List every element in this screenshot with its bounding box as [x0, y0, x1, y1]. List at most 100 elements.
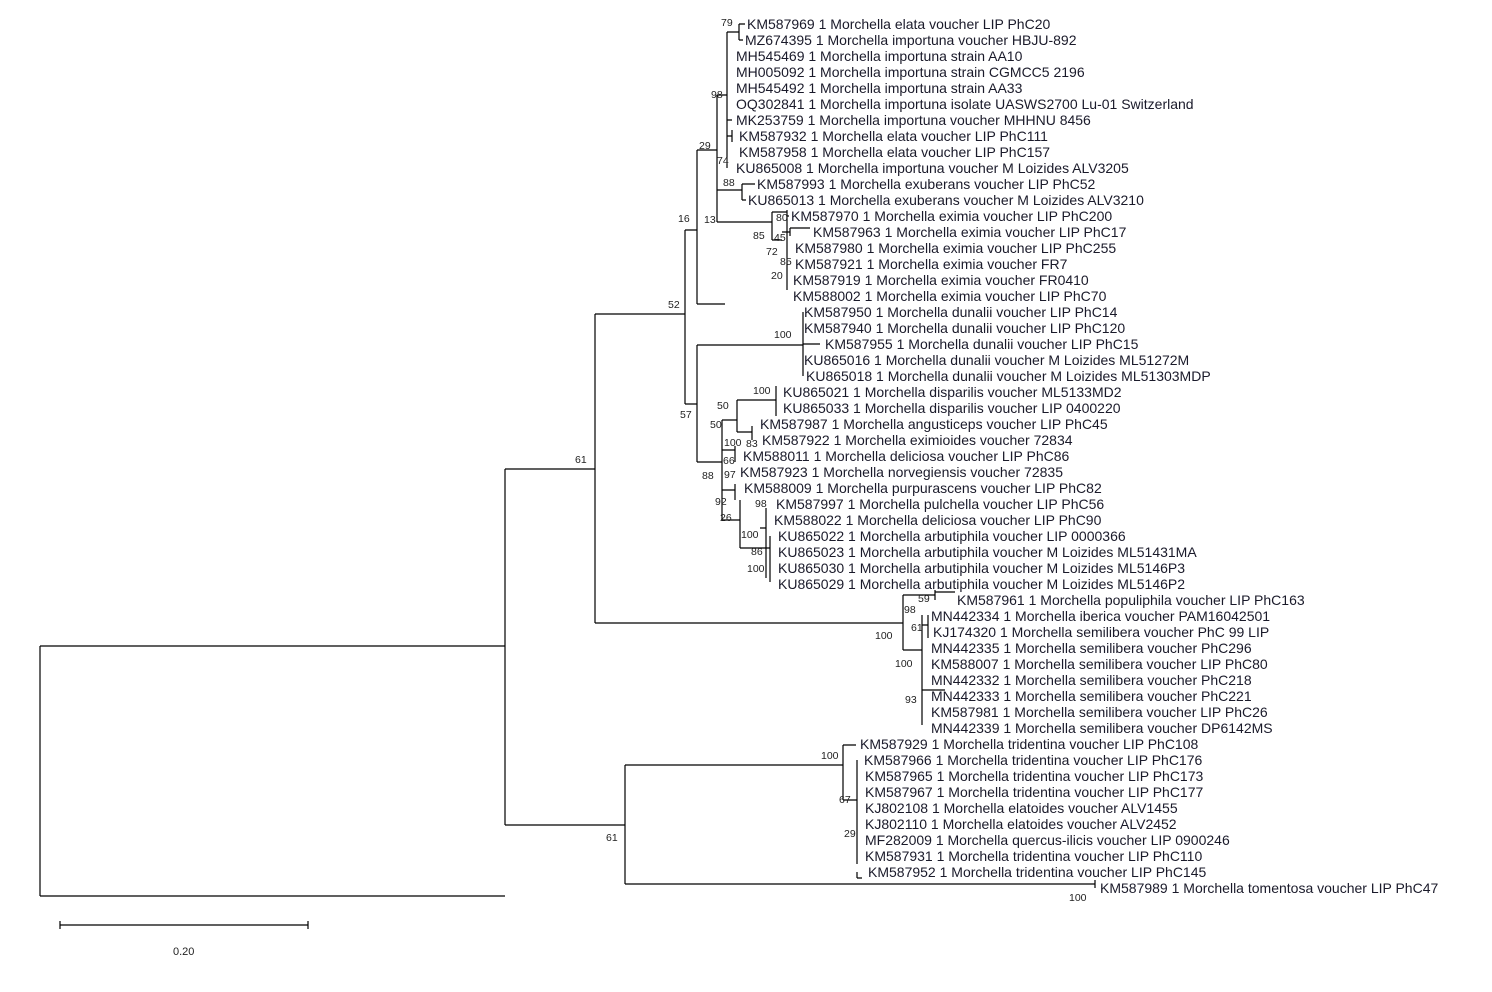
branch [624, 744, 862, 884]
bootstrap-value: 20 [771, 270, 783, 282]
bootstrap-value: 86 [751, 546, 763, 558]
bootstrap-value: 79 [721, 17, 733, 29]
taxon-label: KU865029 1 Morchella arbutiphila voucher… [778, 576, 1185, 592]
bootstrap-value: 85 [753, 230, 765, 242]
taxon-label: MH005092 1 Morchella importuna strain CG… [736, 64, 1085, 80]
taxon-label: KM587931 1 Morchella tridentina voucher … [865, 848, 1202, 864]
taxon-label: MN442334 1 Morchella iberica voucher PAM… [931, 608, 1270, 624]
taxon-label: MN442335 1 Morchella semilibera voucher … [931, 640, 1252, 656]
bootstrap-value: 88 [702, 470, 714, 482]
taxon-label: KJ174320 1 Morchella semilibera voucher … [933, 624, 1269, 640]
bootstrap-value: 97 [724, 469, 736, 481]
bootstrap-value: 66 [723, 455, 735, 467]
bootstrap-value: 50 [710, 419, 722, 431]
bootstrap-value: 29 [844, 828, 856, 840]
branch [504, 468, 625, 826]
taxon-label: KU865016 1 Morchella dunalii voucher M L… [804, 352, 1189, 368]
bootstrap-value: 100 [741, 529, 759, 541]
taxon-label: OQ302841 1 Morchella importuna isolate U… [736, 96, 1194, 112]
bootstrap-value: 98 [755, 498, 767, 510]
bootstrap-value: 13 [704, 214, 716, 226]
bootstrap-value: 85 [780, 256, 792, 268]
bootstrap-value: 16 [678, 213, 690, 225]
taxon-label: KM587940 1 Morchella dunalii voucher LIP… [804, 320, 1125, 336]
taxon-label: KM588011 1 Morchella deliciosa voucher L… [743, 448, 1070, 464]
branch [771, 210, 810, 290]
bootstrap-value: 61 [911, 622, 923, 634]
taxon-label: KU865033 1 Morchella disparilis voucher … [783, 400, 1121, 416]
taxon-label: KU865021 1 Morchella disparilis voucher … [783, 384, 1122, 400]
taxon-label: KM587987 1 Morchella angusticeps voucher… [760, 416, 1108, 432]
bootstrap-value: 100 [875, 630, 893, 642]
taxon-label: KU865008 1 Morchella importuna voucher M… [736, 160, 1129, 176]
bootstrap-value: 100 [774, 329, 792, 341]
scale-bar: 0.20 [59, 921, 309, 958]
bootstrap-value: 80 [776, 212, 788, 224]
taxon-label: KM587961 1 Morchella populiphila voucher… [957, 592, 1305, 608]
taxon-label: KU865013 1 Morchella exuberans voucher M… [748, 192, 1144, 208]
bootstrap-value: 50 [717, 400, 729, 412]
branch [726, 23, 745, 168]
taxon-label: KM587919 1 Morchella eximia voucher FR04… [793, 272, 1089, 288]
taxon-label: KM587950 1 Morchella dunalii voucher LIP… [804, 304, 1118, 320]
taxon-label: KM587967 1 Morchella tridentina voucher … [865, 784, 1203, 800]
bootstrap-value: 98 [904, 604, 916, 616]
taxon-label: KM587963 1 Morchella eximia voucher LIP … [813, 224, 1127, 240]
taxon-label: KM587989 1 Morchella tomentosa voucher L… [1100, 880, 1438, 896]
bootstrap-value: 100 [747, 563, 765, 575]
taxon-label: KM587929 1 Morchella tridentina voucher … [860, 736, 1198, 752]
branch [696, 149, 725, 305]
branch [902, 590, 955, 725]
bootstrap-value: 59 [918, 593, 930, 605]
taxon-label: MH545492 1 Morchella importuna strain AA… [736, 80, 1023, 96]
taxon-label: KM587922 1 Morchella eximioides voucher … [762, 432, 1073, 448]
taxon-label: MZ674395 1 Morchella importuna voucher H… [745, 32, 1077, 48]
taxon-label: KM588022 1 Morchella deliciosa voucher L… [774, 512, 1102, 528]
bootstrap-value: 92 [715, 496, 727, 508]
taxon-label: KM587955 1 Morchella dunalii voucher LIP… [825, 336, 1139, 352]
bootstrap-value: 74 [717, 155, 729, 167]
bootstrap-value: 100 [1069, 892, 1087, 904]
taxon-label: KM587932 1 Morchella elata voucher LIP P… [739, 128, 1048, 144]
taxon-label: KM588007 1 Morchella semilibera voucher … [931, 656, 1268, 672]
scale-bar-line [59, 921, 309, 929]
bootstrap-value: 100 [724, 437, 742, 449]
bootstrap-value: 98 [711, 89, 723, 101]
taxon-label: KJ802108 1 Morchella elatoides voucher A… [865, 800, 1178, 816]
taxon-label: KJ802110 1 Morchella elatoides voucher A… [865, 816, 1177, 832]
branch [716, 94, 772, 223]
branch [684, 229, 697, 405]
taxon-label: KM588002 1 Morchella eximia voucher LIP … [793, 288, 1107, 304]
taxon-label: KU865022 1 Morchella arbutiphila voucher… [778, 528, 1126, 544]
taxon-label: KM587970 1 Morchella eximia voucher LIP … [791, 208, 1112, 224]
taxon-label: KM587993 1 Morchella exuberans voucher L… [757, 176, 1095, 192]
taxon-label: KM587952 1 Morchella tridentina voucher … [868, 864, 1206, 880]
taxon-label: KM588009 1 Morchella purpurascens vouche… [744, 480, 1102, 496]
taxon-label: KM587980 1 Morchella eximia voucher LIP … [795, 240, 1116, 256]
taxon-label: MN442339 1 Morchella semilibera voucher … [931, 720, 1273, 736]
taxon-labels: KM587969 1 Morchella elata voucher LIP P… [736, 16, 1438, 896]
bootstrap-value: 45 [774, 232, 786, 244]
bootstrap-value: 29 [699, 140, 711, 152]
taxon-label: KM587923 1 Morchella norvegiensis vouche… [740, 464, 1063, 480]
taxon-label: MF282009 1 Morchella quercus-ilicis vouc… [865, 832, 1230, 848]
bootstrap-value: 67 [839, 794, 851, 806]
branch [722, 446, 771, 582]
bootstrap-value: 61 [606, 832, 618, 844]
branch [594, 313, 903, 624]
taxon-label: KM587966 1 Morchella tridentina voucher … [864, 752, 1202, 768]
taxon-label: KU865030 1 Morchella arbutiphila voucher… [778, 560, 1185, 576]
taxon-label: KM587921 1 Morchella eximia voucher FR7 [795, 256, 1068, 272]
taxon-label: MH545469 1 Morchella importuna strain AA… [736, 48, 1023, 64]
taxon-label: MN442333 1 Morchella semilibera voucher … [931, 688, 1252, 704]
branch [625, 880, 1096, 888]
branch [720, 183, 755, 201]
taxon-label: MN442332 1 Morchella semilibera voucher … [931, 672, 1252, 688]
bootstrap-value: 26 [720, 512, 732, 524]
bootstrap-value: 83 [746, 438, 758, 450]
taxon-label: KM587958 1 Morchella elata voucher LIP P… [739, 144, 1050, 160]
branch [697, 386, 777, 520]
taxon-label: KM587997 1 Morchella pulchella voucher L… [776, 496, 1104, 512]
